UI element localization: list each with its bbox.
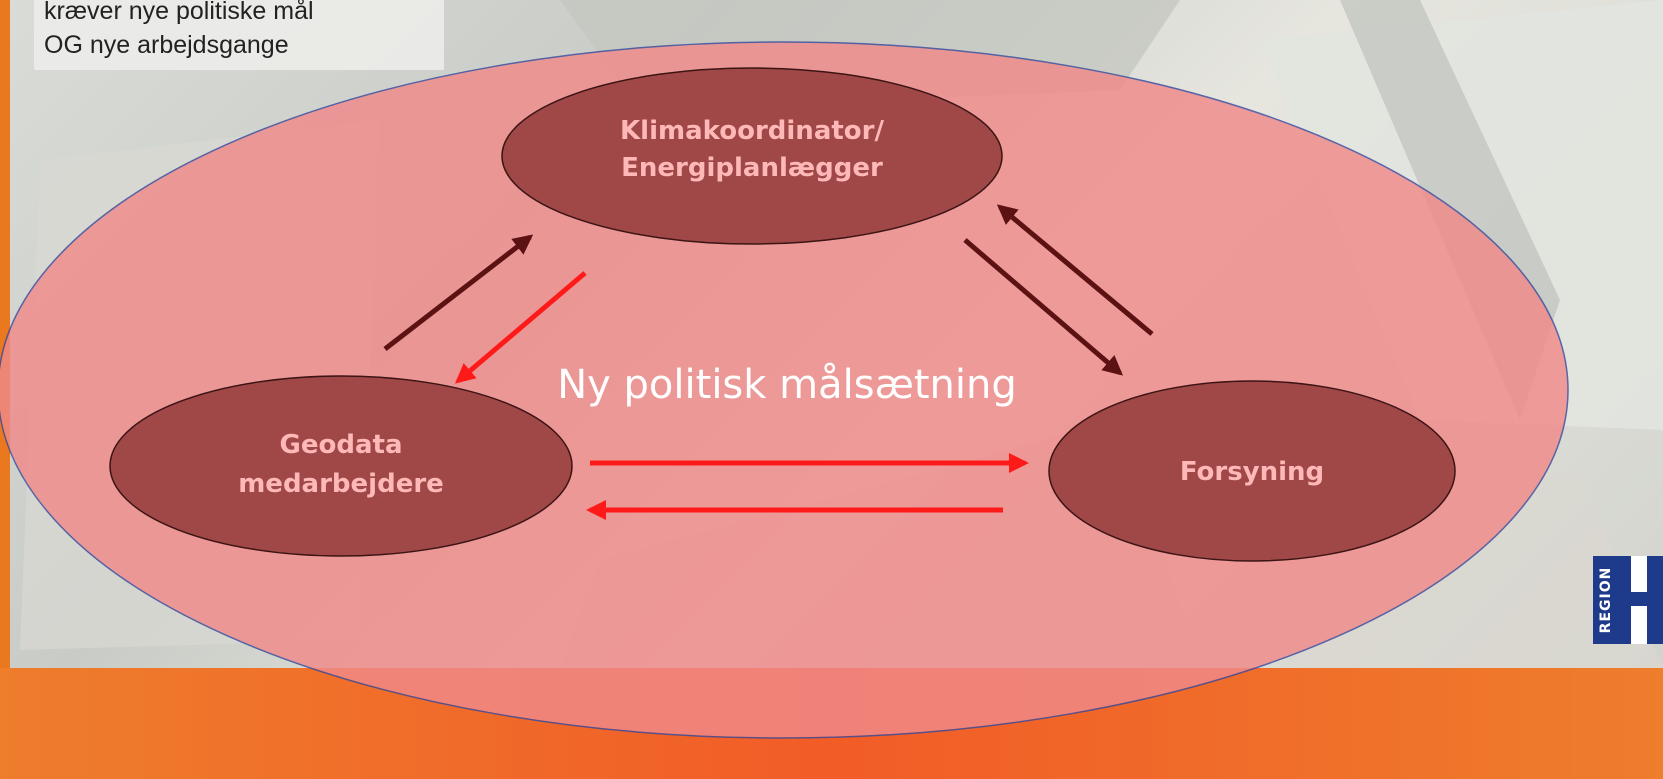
node-klimakoordinator-line1: Klimakoordinator/ xyxy=(620,116,884,146)
region-h-logo: REGION xyxy=(1593,556,1663,644)
node-forsyning-shape xyxy=(1048,380,1456,562)
node-geodata-line2: medarbejdere xyxy=(238,469,444,499)
logo-bar-left xyxy=(1619,556,1631,644)
node-klimakoordinator-shape xyxy=(501,67,1003,245)
caption-box: kræver nye politiske mål OG nye arbejdsg… xyxy=(34,0,444,70)
arrow-klima-to-forsyning xyxy=(963,238,1124,376)
node-geodata-line1: Geodata xyxy=(280,430,403,460)
arrow-geodata-to-klima xyxy=(383,234,534,351)
logo-text-bg xyxy=(1593,556,1619,644)
node-geodata-shape xyxy=(109,375,573,557)
left-edge-stripe xyxy=(0,0,10,668)
outer-ellipse xyxy=(0,41,1569,739)
arrow-forsyning-to-klima xyxy=(996,204,1154,336)
center-label: Ny politisk målsætning xyxy=(557,362,1017,408)
logo-bar-right xyxy=(1647,556,1663,644)
node-geodata[interactable]: Geodata medarbejdere xyxy=(109,375,573,557)
node-forsyning-label: Forsyning xyxy=(1180,457,1324,487)
node-forsyning[interactable]: Forsyning xyxy=(1048,380,1456,562)
node-klimakoordinator-line2: Energiplanlægger xyxy=(621,153,883,183)
caption-line1: kræver nye politiske mål xyxy=(44,0,314,25)
logo-text: REGION xyxy=(1598,566,1614,634)
node-klimakoordinator[interactable]: Klimakoordinator/ Energiplanlægger xyxy=(501,67,1003,245)
arrow-klima-to-geodata xyxy=(454,271,587,384)
region-h-logo-icon xyxy=(1593,556,1663,644)
caption-line2: OG nye arbejdsgange xyxy=(44,31,289,59)
logo-bar-middle xyxy=(1631,592,1647,606)
